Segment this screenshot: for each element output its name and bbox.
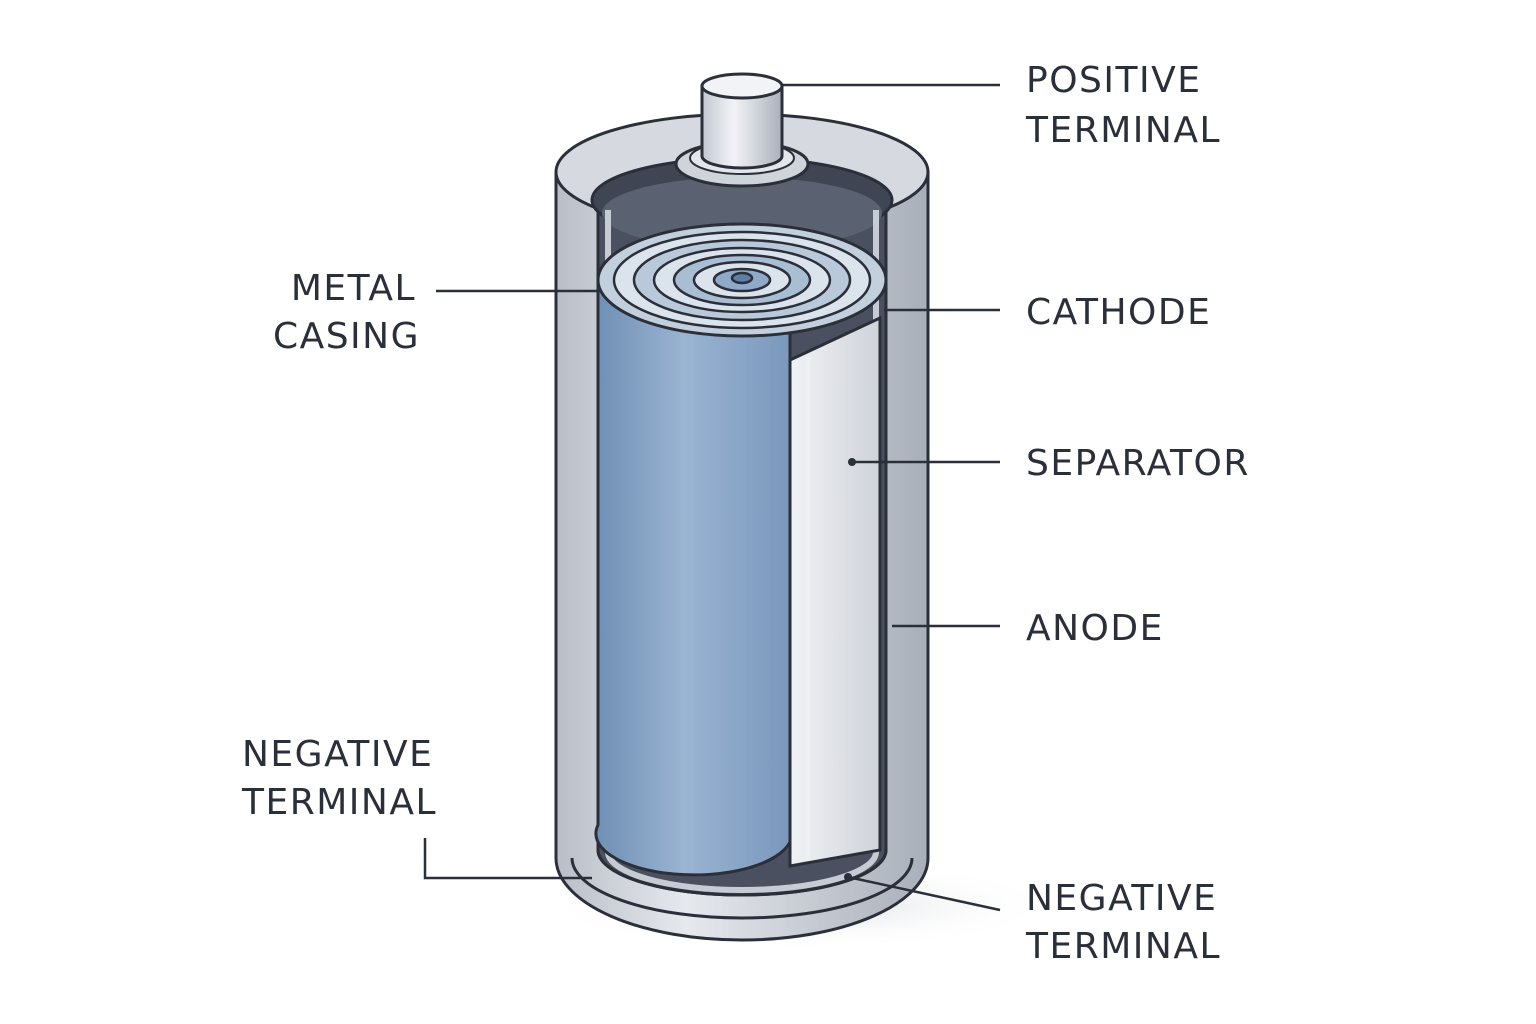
label-metal-casing-line2: CASING xyxy=(273,316,420,357)
separator-sheet xyxy=(788,315,882,868)
separator-dot xyxy=(848,458,856,466)
label-positive-terminal-line2: TERMINAL xyxy=(1025,110,1221,151)
label-negative-terminal-right-line2: TERMINAL xyxy=(1025,926,1221,967)
positive-terminal-cap xyxy=(674,72,810,188)
label-cathode: CATHODE xyxy=(1026,292,1211,333)
roll-spiral xyxy=(612,230,872,330)
label-anode: ANODE xyxy=(1026,608,1164,649)
label-negative-terminal-right-line1: NEGATIVE xyxy=(1026,878,1217,919)
negative-terminal-dot xyxy=(844,873,852,881)
leader-negative-terminal-right xyxy=(847,875,1001,912)
label-negative-terminal-left-line2: TERMINAL xyxy=(241,782,437,823)
leader-lines xyxy=(423,83,1001,912)
label-metal-casing-line1: METAL xyxy=(291,268,416,309)
label-separator: SEPARATOR xyxy=(1026,443,1250,484)
label-positive-terminal-line1: POSITIVE xyxy=(1026,60,1202,101)
anode-shell xyxy=(605,210,879,893)
leader-negative-terminal-left xyxy=(423,838,592,880)
label-negative-terminal-left-line1: NEGATIVE xyxy=(242,734,433,775)
